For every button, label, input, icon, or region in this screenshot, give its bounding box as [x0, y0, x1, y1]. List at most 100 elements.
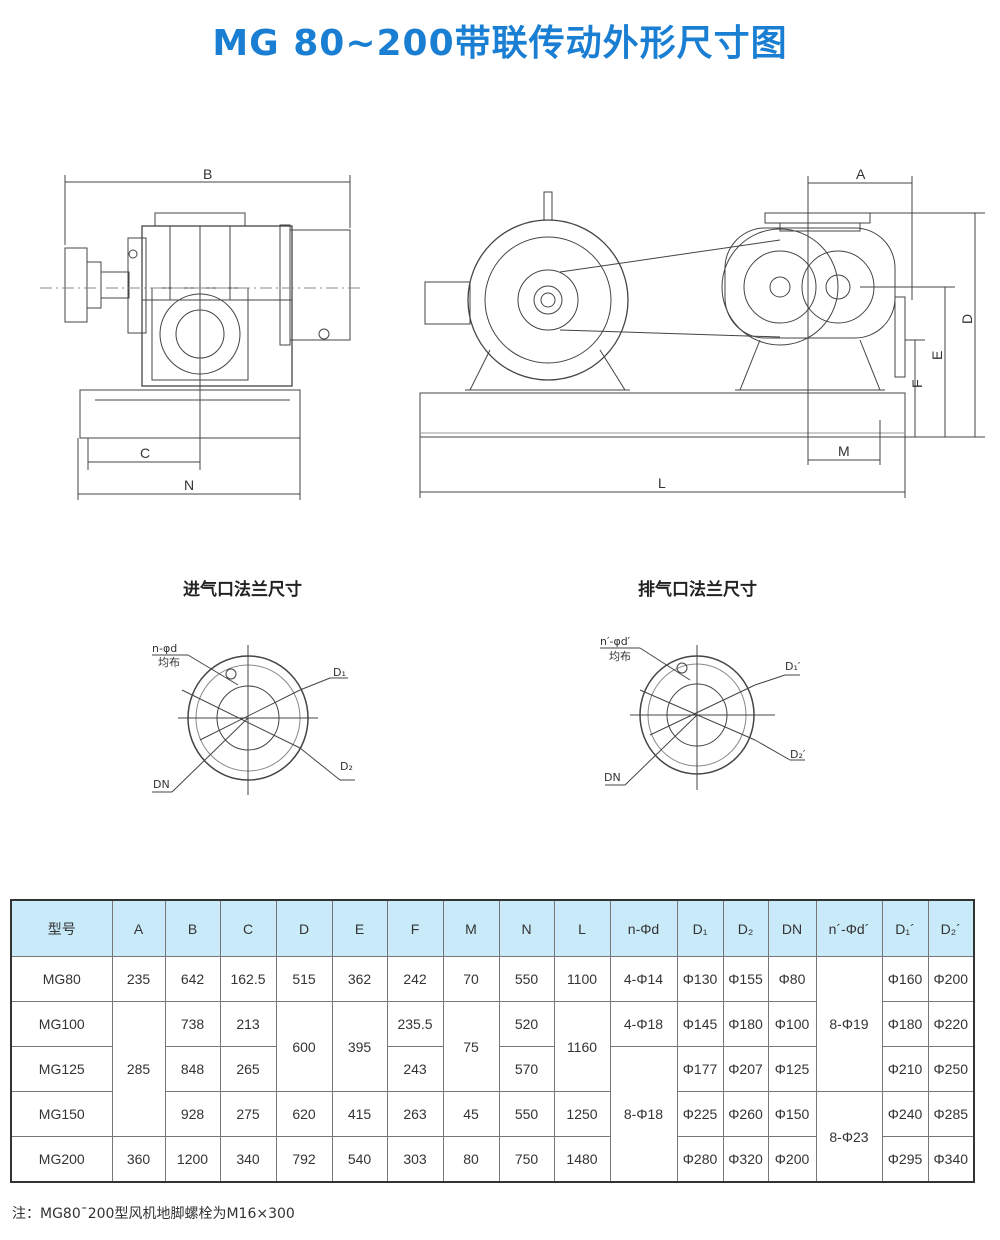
header-cell: B [164, 899, 221, 957]
cell-n: 550 [498, 956, 555, 1002]
dim-label-f: F [909, 379, 925, 388]
header-cell: D₁ [676, 899, 724, 957]
cell-dn: Φ80 [767, 956, 817, 1002]
cell-e: 540 [331, 1136, 388, 1183]
inlet-even-label: 均布 [158, 656, 180, 669]
cell-m: 75 [442, 1001, 500, 1092]
cell-l: 1160 [553, 1001, 611, 1092]
header-cell: DN [767, 899, 817, 957]
cell-d1: Φ280 [676, 1136, 724, 1183]
cell-l: 1250 [553, 1091, 611, 1137]
inlet-d1-label: D₁ [333, 666, 346, 679]
cell-f: 235.5 [386, 1001, 444, 1047]
header-cell: A [111, 899, 166, 957]
inlet-d2-label: D₂ [340, 760, 353, 773]
cell-model: MG125 [10, 1046, 113, 1092]
dim-label-c: C [140, 445, 150, 461]
inlet-hole-label: n-φd [152, 642, 177, 655]
inlet-flange-title: 进气口法兰尺寸 [183, 580, 302, 600]
cell-d2p: Φ285 [927, 1091, 975, 1137]
cell-nd2: 8-Φ23 [815, 1091, 883, 1183]
cell-nd: 4-Φ18 [609, 1001, 678, 1047]
cell-d2: Φ320 [722, 1136, 769, 1183]
cell-nd2: 8-Φ19 [815, 956, 883, 1092]
table-row: MG200 360 1200 340 792 540 303 80 750 14… [10, 1136, 975, 1183]
outlet-flange-drawing [600, 645, 805, 790]
header-cell: E [331, 899, 388, 957]
dim-label-n: N [184, 477, 194, 493]
cell-d: 600 [275, 1001, 333, 1092]
cell-model: MG100 [10, 1001, 113, 1047]
cell-d1: Φ145 [676, 1001, 724, 1047]
cell-e: 362 [331, 956, 388, 1002]
dim-label-l: L [658, 475, 666, 491]
cell-e: 395 [331, 1001, 388, 1092]
header-cell: F [386, 899, 444, 957]
cell-n: 750 [498, 1136, 555, 1183]
cell-b: 928 [164, 1091, 221, 1137]
dimension-drawings: B C N [40, 166, 985, 795]
cell-d1: Φ130 [676, 956, 724, 1002]
cell-b: 848 [164, 1046, 221, 1092]
header-cell: D [275, 899, 333, 957]
cell-m: 70 [442, 956, 500, 1002]
header-cell: N [498, 899, 555, 957]
outlet-even-label: 均布 [609, 650, 631, 663]
cell-d1p: Φ240 [881, 1091, 929, 1137]
cell-model: MG80 [10, 956, 113, 1002]
dimension-table: 型号 A B C D E F M N L n-Φd D₁ D₂ DN n´-Φd… [10, 899, 975, 1183]
cell-d1p: Φ295 [881, 1136, 929, 1183]
outlet-dn-label: DN [604, 771, 621, 784]
cell-b: 738 [164, 1001, 221, 1047]
cell-a: 360 [111, 1136, 166, 1183]
cell-d2: Φ260 [722, 1091, 769, 1137]
dim-label-m: M [838, 443, 850, 459]
header-cell: L [553, 899, 611, 957]
cell-d2p: Φ340 [927, 1136, 975, 1183]
table-row: MG150 928 275 620 415 263 45 550 1250 Φ2… [10, 1091, 975, 1183]
cell-nd: 8-Φ18 [609, 1046, 678, 1183]
cell-f: 242 [386, 956, 444, 1002]
cell-d: 792 [275, 1136, 333, 1183]
table-row: MG100 285 738 213 600 395 235.5 75 520 1… [10, 1001, 975, 1137]
cell-d1: Φ177 [676, 1046, 724, 1092]
table-row: MG125 848 265 243 570 8-Φ18 Φ177 Φ207 Φ1… [10, 1046, 975, 1183]
cell-d2p: Φ200 [927, 956, 975, 1002]
cell-dn: Φ150 [767, 1091, 817, 1137]
cell-d2p: Φ250 [927, 1046, 975, 1092]
cell-d1p: Φ210 [881, 1046, 929, 1092]
dim-label-d: D [959, 314, 975, 324]
cell-d1p: Φ180 [881, 1001, 929, 1047]
header-cell: n´-Φd´ [815, 899, 883, 957]
cell-c: 265 [219, 1046, 277, 1092]
cell-m: 80 [442, 1136, 500, 1183]
cell-b: 1200 [164, 1136, 221, 1183]
cell-d2: Φ180 [722, 1001, 769, 1047]
dim-label-e: E [929, 351, 945, 360]
cell-d: 515 [275, 956, 333, 1002]
cell-a: 235 [111, 956, 166, 1002]
header-cell: C [219, 899, 277, 957]
footnote: 注：MG80¯200型风机地脚螺栓为M16×300 [12, 1206, 295, 1222]
cell-l: 1480 [553, 1136, 611, 1183]
cell-d2: Φ207 [722, 1046, 769, 1092]
outlet-d1-label: D₁′ [785, 660, 801, 673]
cell-f: 303 [386, 1136, 444, 1183]
header-cell: n-Φd [609, 899, 678, 957]
front-view [40, 175, 360, 500]
cell-model: MG200 [10, 1136, 113, 1183]
header-cell: 型号 [10, 899, 113, 957]
cell-d: 620 [275, 1091, 333, 1137]
header-cell: D₂´ [927, 899, 975, 957]
cell-c: 162.5 [219, 956, 277, 1002]
table-row: MG80 235 642 162.5 515 362 242 70 550 11… [10, 956, 975, 1092]
outlet-d2-label: D₂′ [790, 748, 806, 761]
dim-label-a: A [856, 166, 866, 182]
cell-c: 340 [219, 1136, 277, 1183]
cell-n: 570 [498, 1046, 555, 1092]
cell-nd: 4-Φ14 [609, 956, 678, 1002]
cell-d1: Φ225 [676, 1091, 724, 1137]
cell-model: MG150 [10, 1091, 113, 1137]
header-cell: D₂ [722, 899, 769, 957]
